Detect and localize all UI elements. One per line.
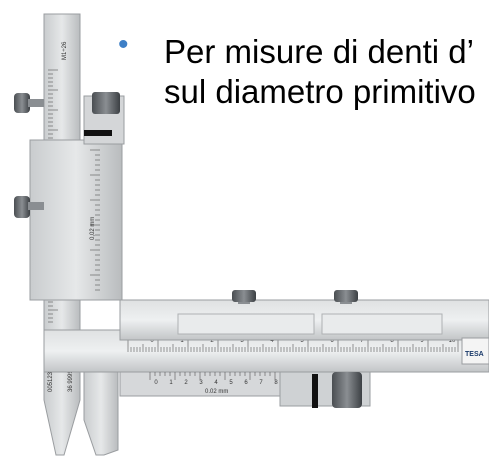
vernier-number: 0	[154, 380, 158, 386]
vertical-beam-label: M1÷26	[62, 41, 68, 60]
vernier-number: 1	[169, 380, 173, 386]
horizontal-scale-number: 0	[150, 338, 154, 344]
vertical-slider-marker	[84, 130, 112, 136]
horizontal-scale-number: 2	[210, 338, 214, 344]
bullet-line-1: Per misure di denti d’	[164, 33, 474, 70]
horizontal-scale-number: 9	[420, 338, 424, 344]
horizontal-scale-number: 5	[300, 338, 304, 344]
horizontal-scale-number: 8	[390, 338, 394, 344]
horizontal-slider-plate-2	[321, 313, 443, 335]
serial-number-1: 00512300	[48, 365, 54, 392]
bullet-dot: •	[118, 28, 129, 61]
vertical-slider-ticks	[90, 149, 100, 291]
horizontal-jaw-knob	[332, 372, 362, 408]
horizontal-scale-number: 7	[360, 338, 364, 344]
horizontal-slider-marker	[312, 374, 318, 408]
vernier-number: 4	[214, 380, 218, 386]
brand-plate	[461, 337, 489, 365]
vernier-number: 6	[244, 380, 248, 386]
serial-number-2: 36 9999001	[68, 360, 74, 392]
top-lock-screw-right	[334, 290, 358, 304]
vertical-jaw-knob	[92, 92, 120, 114]
left-lock-screw-bottom	[14, 196, 44, 218]
top-lock-screw-left	[232, 290, 256, 304]
horizontal-scale-number: 1	[180, 338, 184, 344]
horizontal-scale-numbers: 0 1 2 3 4 5 6 7 8 9 10	[150, 338, 456, 344]
vernier-number: 5	[229, 380, 233, 386]
horizontal-scale-number: 4	[270, 338, 274, 344]
horizontal-slider-plate	[177, 313, 315, 335]
bullet-line-2: sul diametro primitivo	[164, 73, 476, 110]
vernier-number: 8	[274, 380, 278, 386]
vernier-number: 7	[259, 380, 263, 386]
horizontal-scale-ticks	[127, 340, 459, 352]
vernier-number: 3	[199, 380, 203, 386]
horizontal-scale-number: 3	[240, 338, 244, 344]
vernier-label: 0.02 mm	[205, 389, 228, 395]
horizontal-scale-number: 6	[330, 338, 334, 344]
vertical-scale-label: 0,02 mm	[90, 217, 96, 240]
brand-logo: TESA	[465, 351, 484, 358]
vertical-slider	[29, 139, 123, 301]
vernier-number: 2	[184, 380, 188, 386]
bullet-text: Per misure di denti d’ sul diametro prim…	[164, 32, 476, 112]
horizontal-scale-number: 10	[449, 338, 456, 344]
left-lock-screw-top	[14, 93, 44, 113]
